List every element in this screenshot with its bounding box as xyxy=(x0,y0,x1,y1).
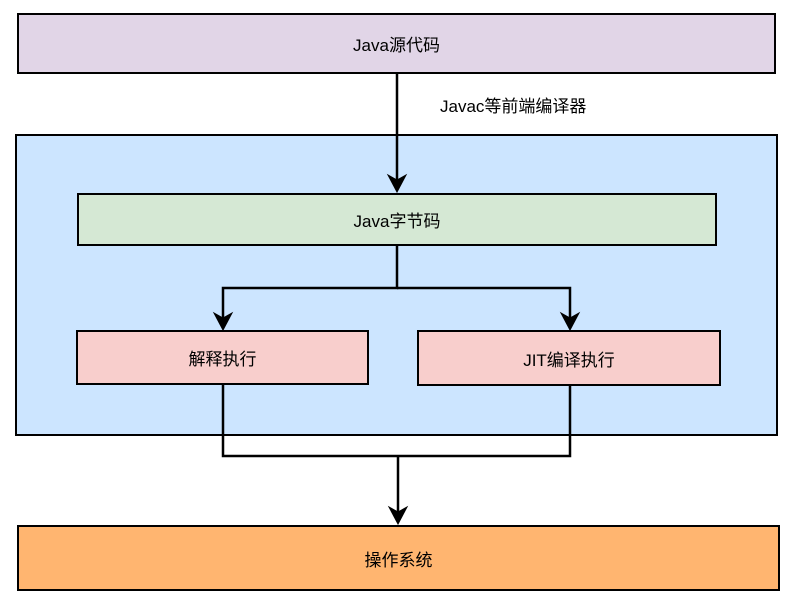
edge-interpret-to-merge xyxy=(221,385,572,458)
arrowhead-os xyxy=(387,505,409,526)
jit-label: JIT编译执行 xyxy=(523,350,615,370)
arrowhead-interpret xyxy=(212,311,234,332)
bytecode-label: Java字节码 xyxy=(353,212,441,231)
arrowhead-jit xyxy=(559,311,581,332)
jit-node[interactable]: JIT编译执行 xyxy=(417,330,721,386)
interpret-label: 解释执行 xyxy=(188,350,257,369)
bytecode-node[interactable]: Java字节码 xyxy=(77,193,717,246)
interpret-node[interactable]: 解释执行 xyxy=(76,330,369,385)
os-node[interactable]: 操作系统 xyxy=(17,525,780,591)
java-source-label: Java源代码 xyxy=(353,36,440,55)
edge-label-javac: Javac等前端编译器 xyxy=(440,97,587,116)
os-label: 操作系统 xyxy=(364,550,433,570)
edge-bytecode-to-interpret xyxy=(221,246,399,318)
arrowhead-bytecode xyxy=(386,173,408,194)
java-source-node[interactable]: Java源代码 xyxy=(17,13,776,74)
edge-bytecode-to-jit xyxy=(397,286,572,318)
